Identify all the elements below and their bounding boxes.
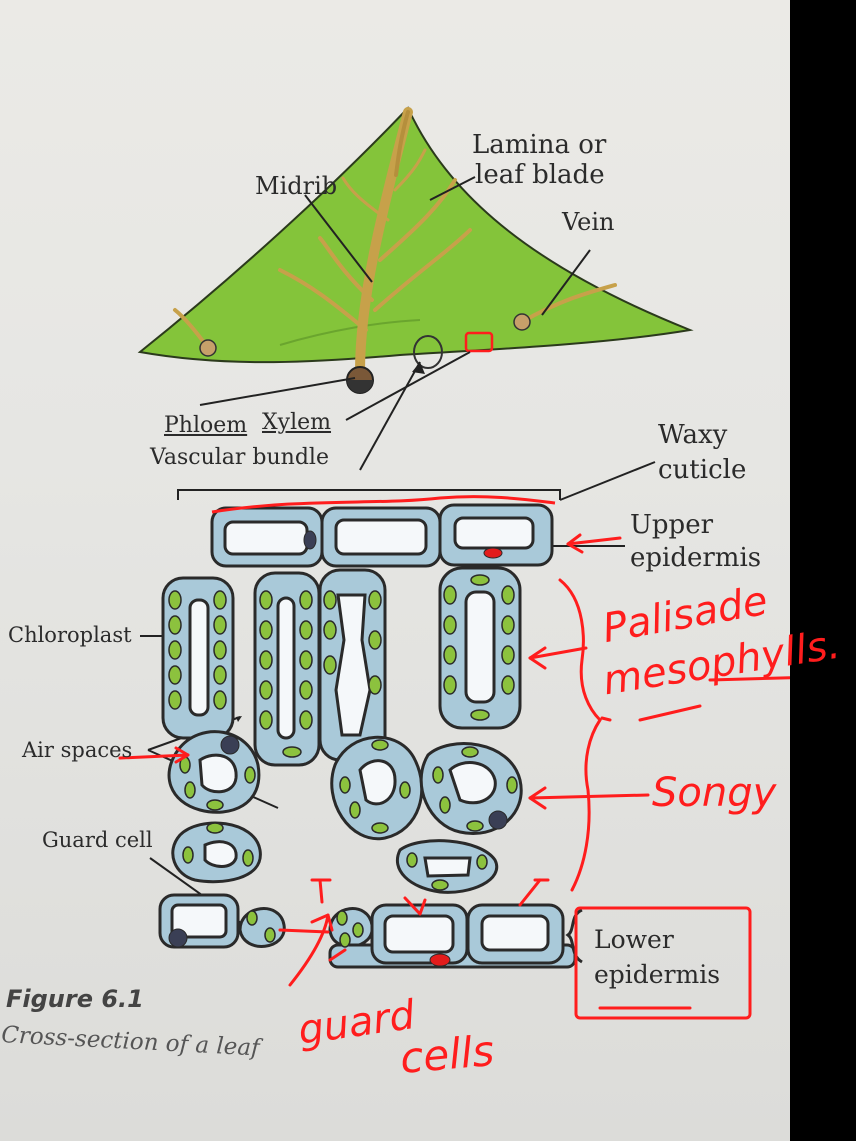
guard-cell-label: Guard cell bbox=[42, 828, 153, 852]
lower-epidermis-label: epidermis bbox=[594, 960, 720, 989]
midrib-label: Midrib bbox=[255, 172, 337, 200]
lower-epidermis bbox=[160, 895, 575, 967]
upper-epidermis-label: epidermis bbox=[630, 543, 761, 573]
vein-label: Vein bbox=[562, 208, 614, 236]
phloem-label: Phloem bbox=[164, 413, 247, 438]
handwritten-spongy: Songy bbox=[652, 770, 776, 816]
handwritten-cells: cells bbox=[398, 1026, 496, 1083]
chloroplast-label: Chloroplast bbox=[8, 623, 132, 647]
vascular-bundle-label: Vascular bundle bbox=[150, 445, 329, 470]
upper-epidermis bbox=[212, 505, 552, 566]
leaf-blade-label: leaf blade bbox=[475, 160, 605, 190]
upper-label: Upper bbox=[630, 510, 713, 540]
lamina-label: Lamina or bbox=[472, 130, 606, 160]
waxy-label: Waxy bbox=[658, 420, 727, 450]
air-spaces-label: Air spaces bbox=[22, 738, 132, 762]
cuticle-label: cuticle bbox=[658, 455, 746, 485]
lower-label: Lower bbox=[594, 925, 674, 954]
figure-number: Figure 6.1 bbox=[6, 985, 144, 1013]
xylem-label: Xylem bbox=[262, 410, 331, 435]
